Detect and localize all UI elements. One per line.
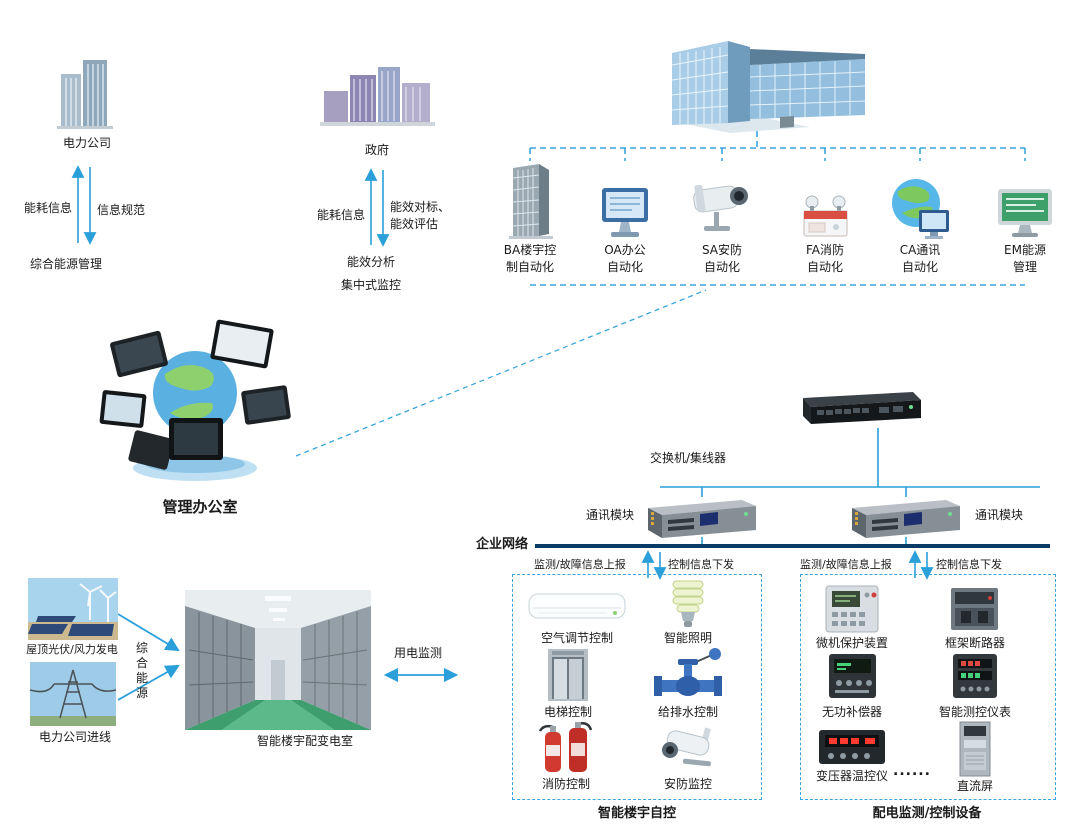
gov-down-label-2: 能效评估 bbox=[390, 217, 439, 231]
security-monitor-label: 安防监控 bbox=[663, 777, 712, 791]
security-camera-icon bbox=[653, 726, 723, 776]
smart-building-icon bbox=[660, 25, 875, 140]
subsystem-em-label-1: EM能源 bbox=[1004, 243, 1046, 257]
switch-label: 交换机/集线器 bbox=[650, 451, 727, 465]
elevator-icon bbox=[544, 647, 592, 703]
subsystem-fa-label-1: FA消防 bbox=[805, 243, 844, 257]
frame-breaker-label: 框架断路器 bbox=[944, 636, 1005, 650]
comm-module-right-icon bbox=[846, 494, 966, 540]
building-box-title: 智能楼宇自控 bbox=[597, 806, 676, 821]
subsystem-oa-label-2: 自动化 bbox=[606, 259, 643, 274]
government-label: 政府 bbox=[364, 143, 389, 157]
em-monitor-icon bbox=[979, 156, 1071, 242]
power-line-photo bbox=[29, 662, 117, 726]
metering-label: 用电监测 bbox=[394, 646, 443, 660]
power-company-building-icon bbox=[55, 52, 115, 132]
smart-meter-icon bbox=[949, 652, 1001, 700]
temp-controller-label: 变压器温控仪 bbox=[815, 769, 888, 783]
subsystem-fa-label-2: 自动化 bbox=[806, 259, 843, 274]
enterprise-network-label: 企业网络 bbox=[476, 537, 529, 552]
subsystem-ca-label-2: 自动化 bbox=[901, 259, 938, 274]
subsystem-oa-label-1: OA办公 bbox=[604, 243, 646, 257]
smart-meter-label: 智能测控仪表 bbox=[938, 705, 1011, 719]
dc-panel-icon bbox=[954, 720, 996, 778]
comm-module-left-icon bbox=[642, 494, 762, 540]
central-monitor-label: 集中式监控 bbox=[341, 278, 402, 292]
water-control-label: 给排水控制 bbox=[657, 705, 718, 719]
comprehensive-energy-label: 综合能源 bbox=[136, 641, 149, 700]
ellipsis-label: ...... bbox=[893, 763, 931, 779]
smart-lighting-bulb-icon bbox=[667, 579, 709, 631]
power-company-label: 电力公司 bbox=[62, 136, 111, 150]
pv-arrow bbox=[117, 613, 180, 652]
control-label-left: 控制信息下发 bbox=[668, 558, 734, 571]
management-office-icon bbox=[95, 308, 295, 488]
air-conditioner-icon bbox=[527, 590, 627, 624]
network-switch-icon bbox=[795, 388, 925, 430]
subsystem-ba-label-1: BA楼宇控 bbox=[503, 243, 557, 257]
grid-incoming-label: 电力公司进线 bbox=[38, 730, 111, 744]
ca-globe-monitor-icon bbox=[874, 156, 966, 242]
subsystem-ba-label-2: 制自动化 bbox=[505, 259, 554, 274]
reactive-compensator-label: 无功补偿器 bbox=[821, 705, 882, 719]
elevator-control-label: 电梯控制 bbox=[543, 705, 592, 719]
substation-room-photo bbox=[185, 590, 371, 730]
ba-building-icon bbox=[484, 156, 576, 242]
sa-camera-icon bbox=[676, 156, 768, 242]
subsystem-ca-label-1: CA通讯 bbox=[899, 243, 941, 257]
government-building-icon bbox=[320, 63, 435, 128]
comm-module-left-label: 通讯模块 bbox=[586, 508, 635, 522]
pv-wind-label: 屋顶光伏/风力发电 bbox=[26, 643, 118, 656]
grid-arrow bbox=[117, 664, 180, 701]
oa-monitor-icon bbox=[579, 156, 671, 242]
substation-room-label: 智能楼宇配变电室 bbox=[256, 734, 353, 748]
control-label-right: 控制信息下发 bbox=[936, 558, 1002, 571]
subsystem-fa: FA消防 自动化 bbox=[779, 156, 871, 276]
frame-breaker-icon bbox=[947, 584, 1002, 634]
subsystem-ca: CA通讯 自动化 bbox=[874, 156, 966, 276]
power-distribution-box bbox=[800, 574, 1056, 800]
energy-mgmt-label: 综合能源管理 bbox=[30, 257, 103, 271]
fire-extinguisher-icon bbox=[533, 720, 599, 776]
comm-module-right-label: 通讯模块 bbox=[975, 508, 1024, 522]
power-down-label: 信息规范 bbox=[97, 203, 146, 217]
reactive-compensator-icon bbox=[825, 652, 880, 700]
subsystem-ba: BA楼宇控 制自动化 bbox=[484, 156, 576, 276]
dc-panel-label: 直流屏 bbox=[956, 779, 993, 793]
fa-emergency-light-icon bbox=[779, 156, 871, 242]
efficiency-analysis-label: 能效分析 bbox=[347, 255, 396, 269]
subsystem-sa-label-1: SA安防 bbox=[701, 243, 743, 257]
management-office-label: 管理办公室 bbox=[162, 498, 238, 516]
transformer-temp-controller-icon bbox=[817, 728, 887, 766]
subsystem-sa: SA安防 自动化 bbox=[676, 156, 768, 276]
subsystem-sa-label-2: 自动化 bbox=[703, 259, 740, 274]
fire-control-label: 消防控制 bbox=[541, 777, 590, 791]
report-label-right: 监测/故障信息上报 bbox=[800, 558, 892, 571]
power-up-label: 能耗信息 bbox=[24, 201, 73, 215]
office-network-dashed bbox=[295, 289, 707, 457]
gov-down-label-1: 能效对标、 bbox=[390, 200, 451, 214]
report-label-left: 监测/故障信息上报 bbox=[534, 558, 626, 571]
water-valve-icon bbox=[652, 646, 724, 704]
gov-up-label: 能耗信息 bbox=[317, 208, 366, 222]
subsystem-em-label-2: 管理 bbox=[1012, 259, 1037, 274]
subsystem-oa: OA办公 自动化 bbox=[579, 156, 671, 276]
protection-device-icon bbox=[822, 584, 882, 634]
power-box-title: 配电监测/控制设备 bbox=[872, 806, 982, 821]
subsystem-em: EM能源 管理 bbox=[979, 156, 1071, 276]
rooftop-pv-wind-photo bbox=[28, 578, 118, 640]
smart-lighting-label: 智能照明 bbox=[663, 631, 712, 645]
protection-device-label: 微机保护装置 bbox=[815, 636, 888, 650]
building-automation-box bbox=[512, 574, 762, 800]
ac-control-label: 空气调节控制 bbox=[540, 631, 613, 645]
